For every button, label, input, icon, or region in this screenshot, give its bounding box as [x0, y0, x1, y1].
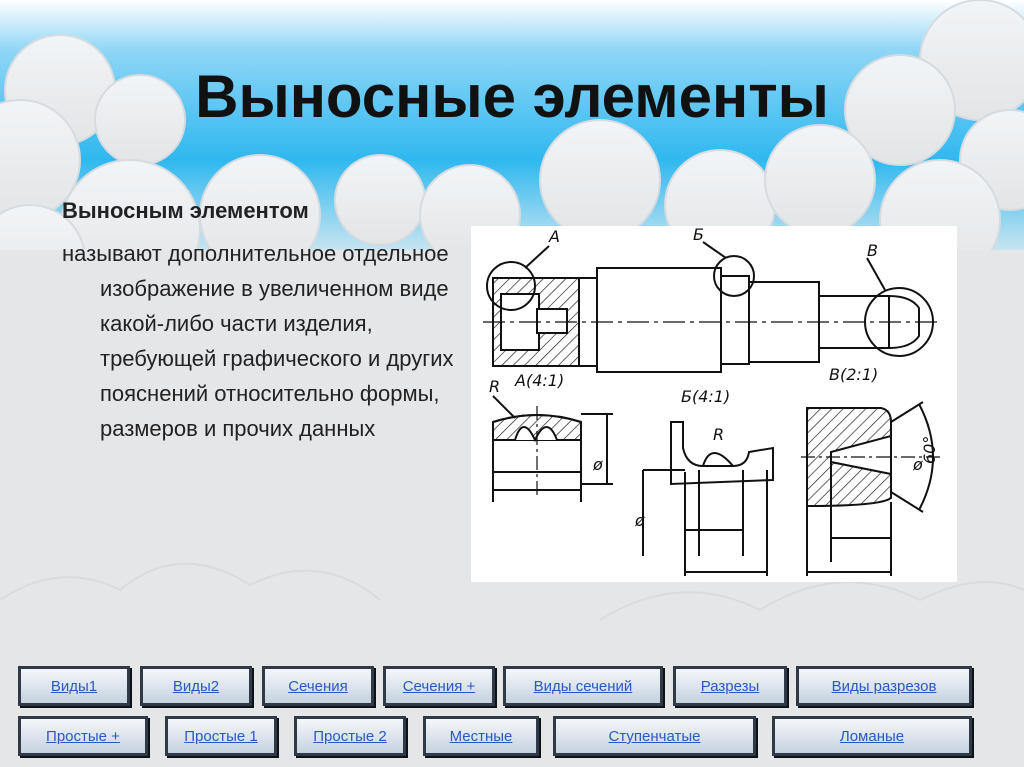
detail-circle-b [713, 255, 755, 297]
nav-button-mestnye[interactable]: Местные [423, 716, 539, 756]
detail-circle-a [486, 261, 536, 311]
detail-b-groove [702, 452, 734, 467]
shaft-collar [720, 275, 750, 365]
page-title: Выносные элементы [195, 63, 829, 130]
nav-button-secheniya-plus[interactable]: Сечения + [383, 666, 495, 706]
label-b-scale: Б(4:1) [681, 387, 730, 406]
shaft-bore-inner [536, 308, 568, 334]
nav-button-prostye-plus[interactable]: Простые + [18, 716, 148, 756]
detail-a-leader [492, 395, 516, 419]
term-heading: Выносным элементом [62, 198, 309, 223]
leader-a [524, 245, 550, 269]
label-diam3: ø [912, 455, 923, 474]
nav-button-prostye-2[interactable]: Простые 2 [294, 716, 406, 756]
definition-block: Выносным элементом называют дополнительн… [62, 198, 482, 446]
nav-row-2: Простые + Простые 1 Простые 2 Местные Ст… [0, 716, 1024, 756]
nav-button-vidy-secheniy[interactable]: Виды сечений [503, 666, 663, 706]
nav-button-vidy-razrezov[interactable]: Виды разрезов [796, 666, 972, 706]
nav-button-vidy1[interactable]: Виды1 [18, 666, 130, 706]
label-v-scale: В(2:1) [829, 365, 878, 384]
detail-a-groove [514, 426, 558, 443]
detail-v-angle-arc [918, 403, 934, 511]
label-r1: R [489, 377, 500, 396]
detail-b-outline [670, 421, 774, 486]
nav-button-prostye-1[interactable]: Простые 1 [165, 716, 277, 756]
nav-row-1: Виды1 Виды2 Сечения Сечения + Виды сечен… [0, 666, 1024, 706]
nav-button-razrezy[interactable]: Разрезы [673, 666, 787, 706]
label-r2: R [713, 425, 724, 444]
label-a: А [548, 227, 560, 246]
leader-b [702, 241, 727, 259]
nav-button-secheniya[interactable]: Сечения [262, 666, 374, 706]
label-angle: 60° [920, 436, 939, 464]
technical-drawing: А Б В А(4:1) Б(4:1) В(2:1) R R 60° ø ø ø [471, 225, 957, 582]
drawing-svg: А Б В А(4:1) Б(4:1) В(2:1) R R 60° ø ø ø [483, 225, 941, 576]
label-v: В [867, 241, 878, 260]
detail-a-hatch [492, 414, 582, 441]
nav-button-stupenchatye[interactable]: Ступенчатые [553, 716, 756, 756]
label-b: Б [693, 226, 704, 244]
nav-button-vidy2[interactable]: Виды2 [140, 666, 252, 706]
leader-v [866, 257, 886, 291]
label-a-scale: А(4:1) [514, 371, 564, 390]
label-diam1: ø [592, 455, 603, 474]
label-diam2: ø [634, 511, 645, 530]
nav-button-lomanye[interactable]: Ломаные [772, 716, 972, 756]
shaft-body [596, 267, 722, 373]
definition-text: называют дополнительное отдельное изобра… [62, 241, 454, 441]
